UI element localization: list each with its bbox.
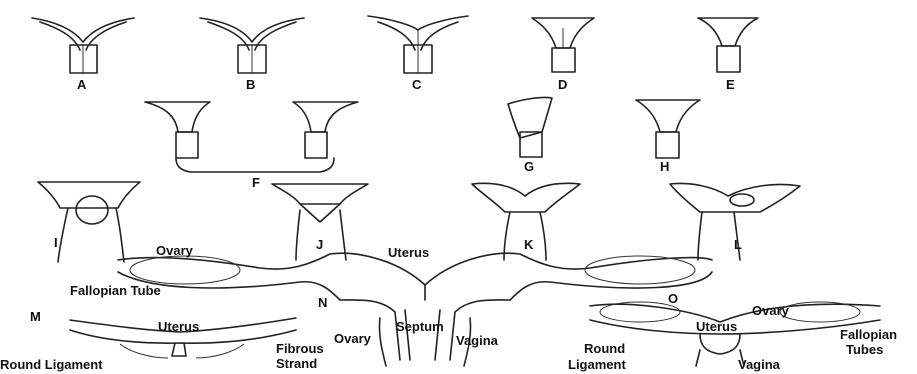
label-i: I (54, 236, 58, 249)
diagram-b (200, 18, 304, 73)
label-fallopian-tube-n: Fallopian Tube (70, 284, 161, 297)
diagram-f (145, 102, 358, 172)
label-round-ligament-m: Round Ligament (0, 358, 103, 371)
label-f: F (252, 176, 260, 189)
label-k: K (524, 238, 533, 251)
label-ovary-n: Ovary (156, 244, 193, 257)
label-tubes: Tubes (846, 343, 883, 356)
label-fibrous: Fibrous (276, 342, 324, 355)
label-uterus-m: Uterus (158, 320, 199, 333)
label-uterus-o: Uterus (696, 320, 737, 333)
label-vagina-o: Vagina (738, 358, 780, 371)
label-o: O (668, 292, 678, 305)
label-b: B (246, 78, 255, 91)
label-g: G (524, 160, 534, 173)
label-n: N (318, 296, 327, 309)
label-ligament: Ligament (568, 358, 626, 371)
label-e: E (726, 78, 735, 91)
label-round: Round (584, 342, 625, 355)
label-uterus-n: Uterus (388, 246, 429, 259)
label-ovary-o: Ovary (752, 304, 789, 317)
label-c: C (412, 78, 421, 91)
diagram-a (32, 18, 134, 73)
label-septum: Septum (396, 320, 444, 333)
diagram-o (590, 302, 880, 366)
diagram-i (38, 182, 140, 262)
label-l: L (734, 238, 742, 251)
diagram-e (698, 18, 758, 72)
diagram-d (532, 18, 594, 72)
diagram-c (368, 16, 468, 73)
label-m: M (30, 310, 41, 323)
label-a: A (77, 78, 86, 91)
diagram-h (636, 100, 700, 158)
label-strand: Strand (276, 357, 317, 370)
label-h: H (660, 160, 669, 173)
label-ovary-m: Ovary (334, 332, 371, 345)
label-fallopian: Fallopian (840, 328, 897, 341)
diagram-g (508, 97, 552, 157)
label-vagina-n: Vagina (456, 334, 498, 347)
label-d: D (558, 78, 567, 91)
label-j: J (316, 238, 323, 251)
